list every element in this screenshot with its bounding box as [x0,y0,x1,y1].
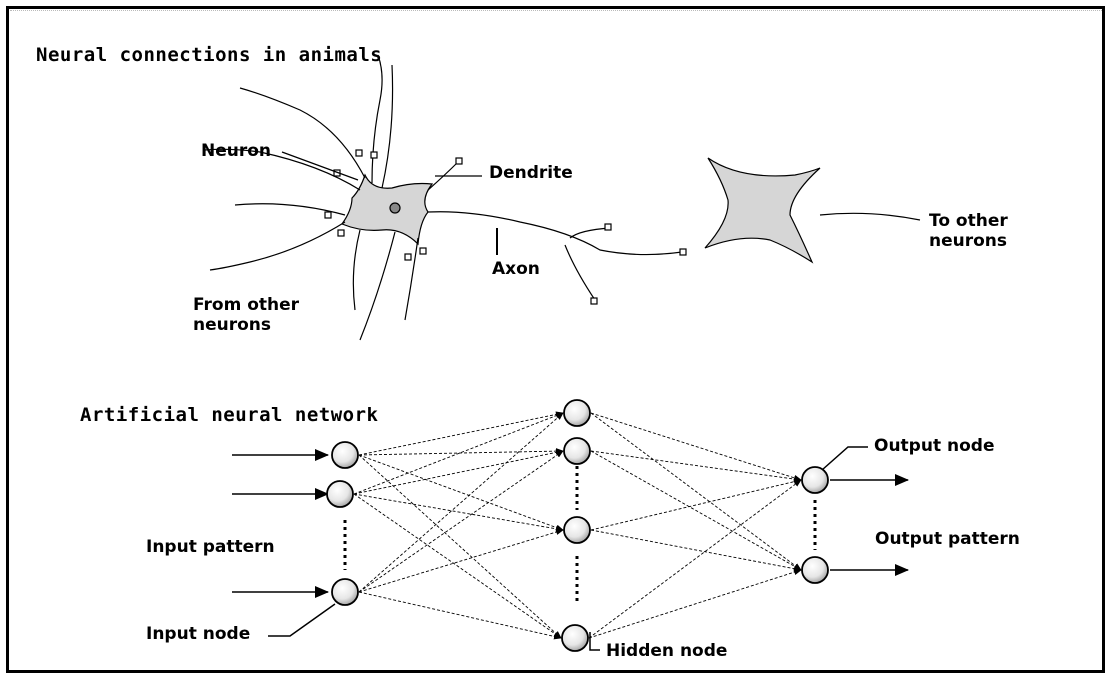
connection [590,450,802,483]
connection [588,569,802,639]
diagram-frame [6,6,1105,673]
dendrite [352,229,361,311]
connection [353,449,564,495]
connection [353,493,564,532]
artificial-network [232,399,909,652]
connection [358,411,564,456]
cell-body-left [341,173,434,246]
dendrite [371,54,383,184]
top-dotted-rule [10,10,1102,11]
dendrite [209,221,346,271]
connection [590,478,802,531]
input-node [331,441,359,469]
connection [588,479,802,639]
hidden-node [563,437,591,465]
label-output-node: Output node [874,436,995,456]
connection [358,454,564,531]
connection [590,412,802,481]
connection [590,412,802,571]
label-from-other-line2: neurons [193,315,272,335]
title-animal: Neural connections in animals [36,44,383,66]
dendrite [359,231,396,341]
label-input-pattern: Input pattern [146,537,275,557]
connection [358,591,562,640]
label-to-other-line2: neurons [929,231,1008,251]
connection [353,493,562,639]
connection [358,412,564,593]
label-to-other-line1: To other [929,211,1008,231]
label-from-other-line1: From other [193,295,300,315]
connection [358,448,564,456]
dendrite [204,148,361,191]
dendrite [404,237,419,321]
title-artificial: Artificial neural network [80,404,379,426]
dendrite [381,64,394,189]
label-hidden-node: Hidden node [606,641,728,661]
label-axon: Axon [492,259,540,279]
connection [590,450,802,571]
input-node [331,578,359,606]
connection [590,529,802,572]
label-neuron: Neuron [201,141,272,161]
dendrite [234,203,346,216]
hidden-node [563,399,591,427]
dendrite [239,87,366,179]
connection [358,450,564,593]
output-node [801,466,829,494]
output-node [801,556,829,584]
hidden-node [563,516,591,544]
hidden-node [561,624,589,652]
label-output-pattern: Output pattern [875,529,1020,549]
biological-neuron [204,54,921,341]
connection [358,454,562,639]
label-dendrite: Dendrite [489,163,573,183]
connection [353,412,564,495]
label-input-node: Input node [146,624,251,644]
cell-body-right [704,157,821,264]
connection [358,529,564,593]
input-node [326,480,354,508]
axon-path [427,211,683,256]
